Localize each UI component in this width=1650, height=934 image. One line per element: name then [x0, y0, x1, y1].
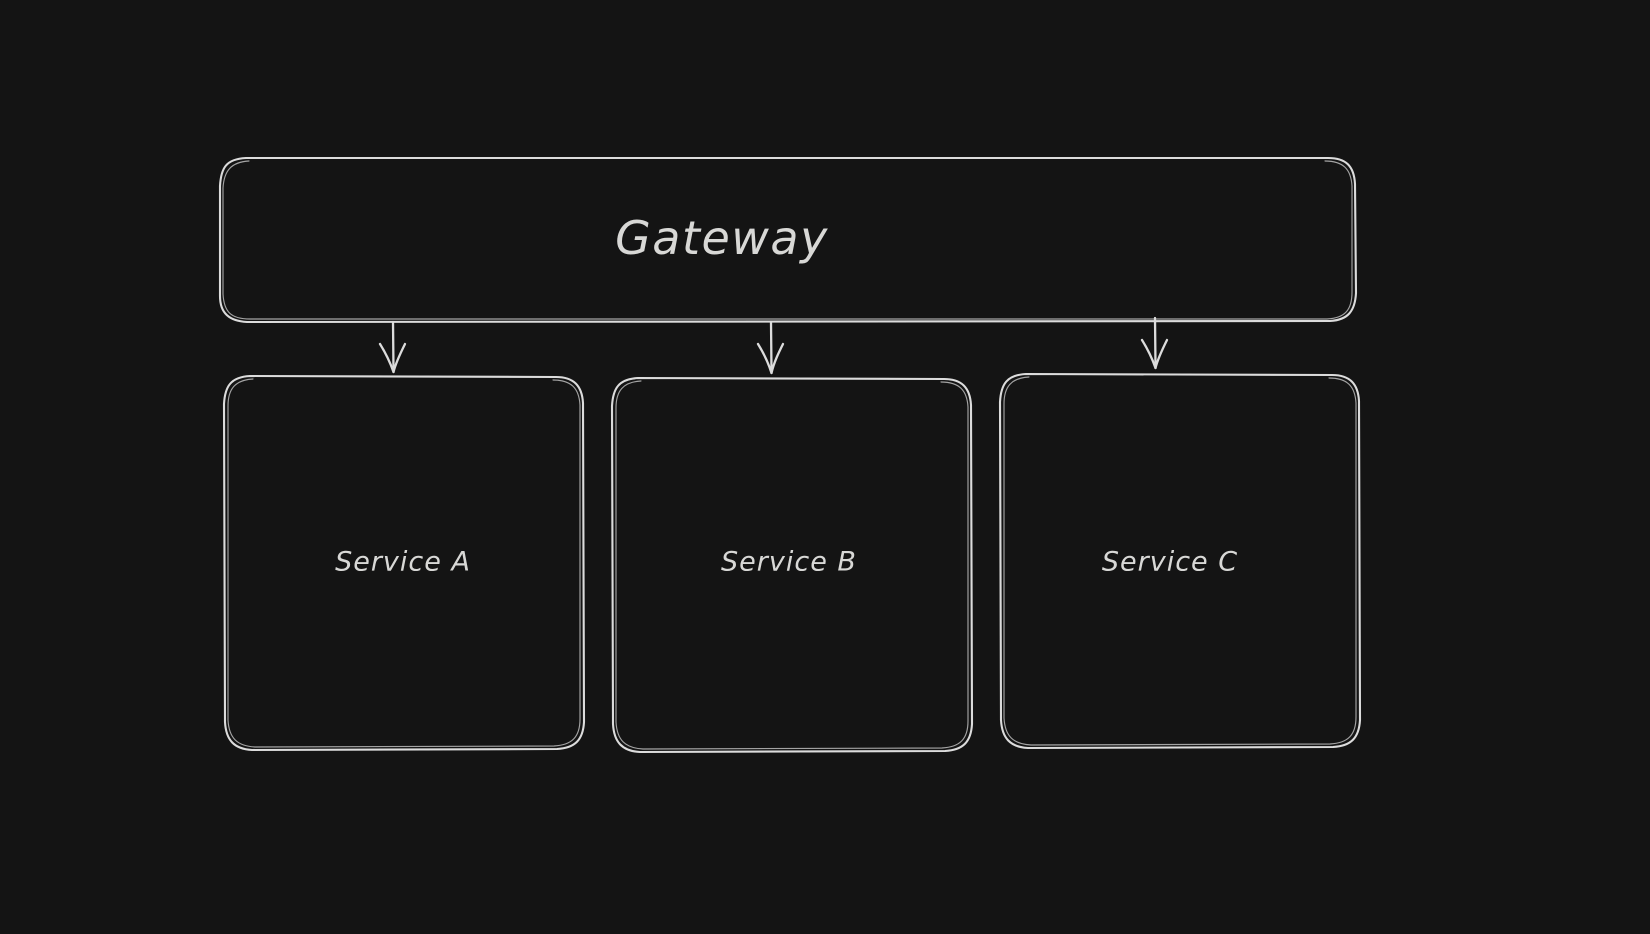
node-service-c[interactable] [1000, 374, 1360, 749]
edge-gateway-service-c[interactable] [1140, 316, 1169, 370]
node-service-b-shape[interactable] [610, 376, 974, 754]
node-gateway[interactable] [220, 157, 1355, 322]
node-gateway-shape[interactable] [218, 156, 1358, 324]
node-service-c-shape[interactable] [998, 372, 1362, 750]
node-service-a-shape[interactable] [222, 374, 586, 752]
node-service-a[interactable] [224, 376, 584, 751]
edge-gateway-service-a[interactable] [378, 320, 407, 374]
edge-gateway-service-b[interactable] [756, 320, 785, 375]
node-service-b[interactable] [612, 378, 972, 753]
